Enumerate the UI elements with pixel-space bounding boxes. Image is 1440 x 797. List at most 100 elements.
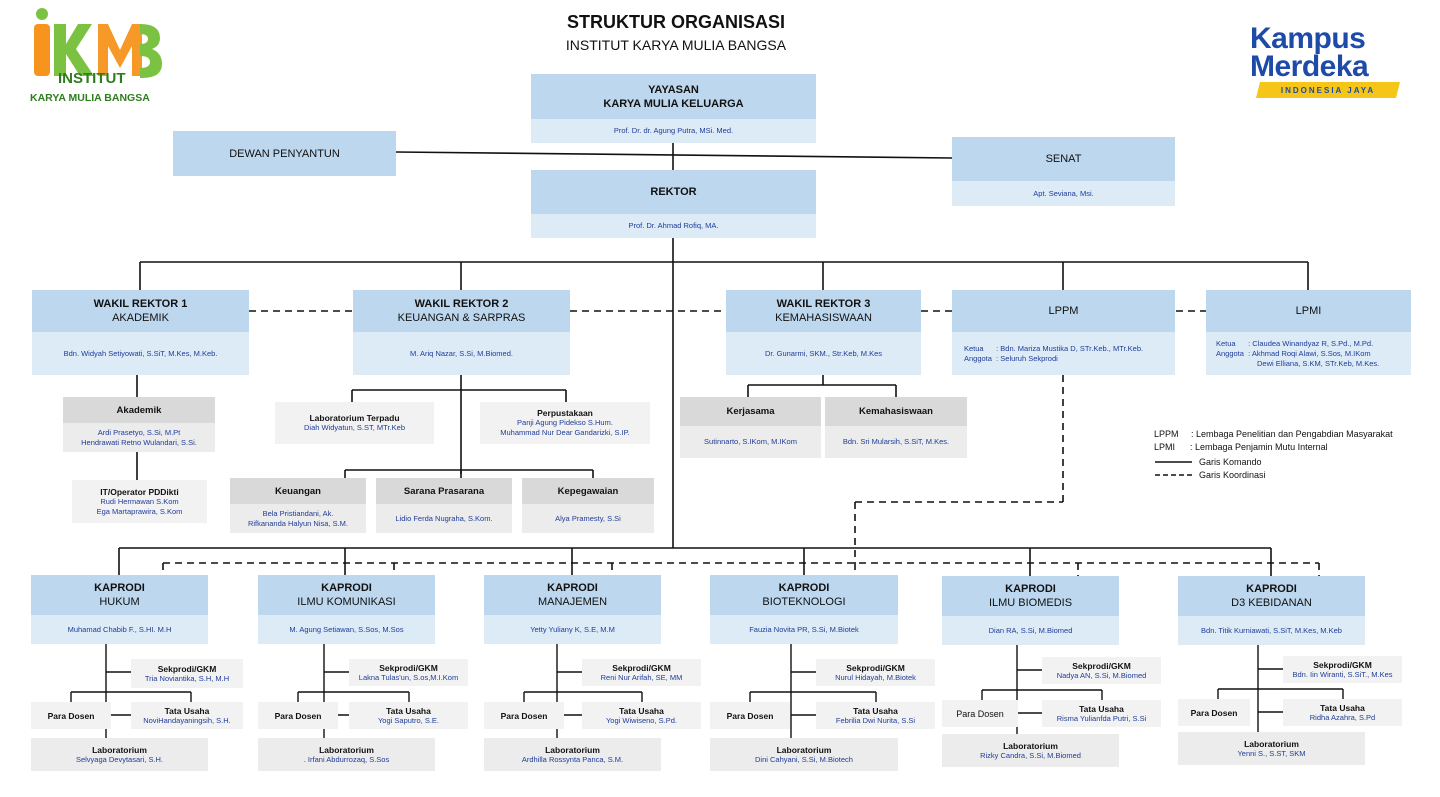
lpmi-ketua: Ketua : Claudea Winandyaz R, S.Pd., M.Pd… bbox=[1216, 338, 1374, 348]
prodi-name: HUKUM bbox=[99, 596, 140, 608]
kemahasiswaan-names: Bdn. Sri Mularsih, S.SiT, M.Kes. bbox=[825, 426, 967, 458]
laboratorium-name: . Irfani Abdurrozaq, S.Sos bbox=[303, 754, 390, 764]
sekprodi-name: Nadya AN, S.Si, M.Biomed bbox=[1056, 670, 1147, 680]
keuangan-label: Keuangan bbox=[275, 485, 321, 497]
perpustakaan-name2: Muhammad Nur Dear Gandarizki, S.IP. bbox=[500, 428, 630, 437]
tata-usaha-name: Ridha Azahra, S.Pd bbox=[1309, 712, 1376, 722]
akademik-name1: Ardi Prasetyo, S.Si, M.Pt bbox=[97, 427, 181, 437]
prodi-name: D3 KEBIDANAN bbox=[1231, 597, 1312, 609]
akademik-names: Ardi Prasetyo, S.Si, M.Pt Hendrawati Ret… bbox=[63, 423, 215, 452]
tata-usaha-label: Tata Usaha bbox=[164, 705, 210, 716]
laboratorium-label: Laboratorium bbox=[1244, 738, 1299, 749]
kaprodi-name: Dian RA, S.Si, M.Biomed bbox=[988, 625, 1073, 635]
wr2-name: M. Ariq Nazar, S.Si, M.Biomed. bbox=[410, 348, 513, 358]
kepegawaian-label: Kepegawaian bbox=[557, 485, 619, 497]
ikmb-logo: INSTITUT KARYA MULIA BANGSA bbox=[28, 6, 168, 106]
sekprodi-label: Sekprodi/GKM bbox=[1313, 659, 1372, 670]
akademik-label: Akademik bbox=[116, 404, 162, 416]
legend-lppm: LPPM : Lembaga Penelitian dan Pengabdian… bbox=[1154, 429, 1393, 439]
kaprodi-label: KAPRODI bbox=[1005, 583, 1056, 595]
laboratorium-name: Ardhilla Rossynta Panca, S.M. bbox=[521, 754, 624, 764]
kaprodi-name: Fauzia Novita PR, S.Si, M.Biotek bbox=[749, 624, 859, 634]
keuangan-names: Bela Pristiandani, Ak. Rifkananda Halyun… bbox=[230, 504, 366, 533]
dewan-penyantun-box: DEWAN PENYANTUN bbox=[173, 131, 396, 176]
sekprodi-label: Sekprodi/GKM bbox=[379, 662, 438, 673]
lppm-anggota: Anggota : Seluruh Sekprodi bbox=[964, 353, 1058, 363]
kaprodi-name-box: Yetty Yuliany K, S.E, M.M bbox=[484, 615, 661, 644]
prodi-komando-lines bbox=[70, 644, 1344, 738]
prodi-name: ILMU BIOMEDIS bbox=[988, 597, 1073, 609]
keuangan-name2: Rifkananda Halyun Nisa, S.M. bbox=[247, 518, 349, 528]
wr1-header: WAKIL REKTOR 1 AKADEMIK bbox=[32, 290, 249, 332]
tata-usaha-label: Tata Usaha bbox=[619, 705, 664, 716]
tata-usaha-name: NoviHandayaningsih, S.H. bbox=[143, 715, 231, 725]
tata-usaha-name: Febrilia Dwi Nurita, S.Si bbox=[835, 715, 916, 725]
perpustakaan-name1: Panji Agung Pidekso S.Hum. bbox=[517, 418, 613, 427]
senat-header: SENAT bbox=[952, 137, 1175, 181]
ikmb-logo-tagline: KARYA MULIA BANGSA bbox=[30, 92, 150, 104]
kampus-merdeka-line2: Merdeka bbox=[1250, 50, 1369, 83]
wr2-line2: KEUANGAN & SARPRAS bbox=[397, 312, 526, 324]
senat-label: SENAT bbox=[1045, 153, 1082, 165]
kampus-merdeka-ribbon: INDONESIA JAYA bbox=[1256, 82, 1400, 98]
lab-terpadu-label: Laboratorium Terpadu bbox=[309, 413, 400, 423]
laboratorium-label: Laboratorium bbox=[545, 744, 600, 755]
dewan-label: DEWAN PENYANTUN bbox=[229, 147, 340, 160]
kerjasama-name: Sutinnarto, S.IKom, M.IKom bbox=[704, 437, 797, 446]
lpmi-anggota2: Dewi Elliana, S.KM, STr.Keb, M.Kes. bbox=[1257, 358, 1380, 368]
kemahasiswaan-header: Kemahasiswaan bbox=[825, 397, 967, 426]
sekprodi-label: Sekprodi/GKM bbox=[1072, 660, 1131, 671]
kaprodi-name: Yetty Yuliany K, S.E, M.M bbox=[530, 624, 615, 634]
rektor-name: Prof. Dr. Ahmad Rofiq, MA. bbox=[628, 221, 719, 230]
kerjasama-label: Kerjasama bbox=[726, 406, 775, 417]
sekprodi-name: Tria Noviantika, S.H, M.H bbox=[144, 673, 230, 683]
para-dosen-box: Para Dosen bbox=[484, 702, 564, 729]
laboratorium-label: Laboratorium bbox=[1003, 740, 1058, 751]
sekprodi-name: Nurul Hidayah, M.Biotek bbox=[835, 672, 916, 682]
sarana-label: Sarana Prasarana bbox=[403, 485, 485, 497]
kaprodi-name-box: Fauzia Novita PR, S.Si, M.Biotek bbox=[710, 615, 898, 644]
lppm-header: LPPM bbox=[952, 290, 1175, 332]
lpmi-members-box: Ketua : Claudea Winandyaz R, S.Pd., M.Pd… bbox=[1206, 332, 1411, 375]
yayasan-header: YAYASAN KARYA MULIA KELUARGA bbox=[531, 74, 816, 119]
kaprodi-name-box: Dian RA, S.Si, M.Biomed bbox=[942, 616, 1119, 645]
para-dosen-label: Para Dosen bbox=[726, 710, 774, 721]
sekprodi-label: Sekprodi/GKM bbox=[846, 662, 905, 673]
wr1-line1: WAKIL REKTOR 1 bbox=[93, 298, 188, 310]
kemahasiswaan-name: Bdn. Sri Mularsih, S.SiT, M.Kes. bbox=[842, 437, 950, 446]
kampus-merdeka-logo: Kampus Merdeka INDONESIA JAYA bbox=[1240, 24, 1405, 109]
kaprodi-name-box: Bdn. Titik Kurniawati, S.SiT, M.Kes, M.K… bbox=[1178, 616, 1365, 645]
perpustakaan-label: Perpustakaan bbox=[537, 408, 593, 418]
pddikti-label: IT/Operator PDDikti bbox=[100, 486, 179, 497]
laboratorium-label: Laboratorium bbox=[319, 744, 374, 755]
pddikti-name2: Ega Martaprawira, S.Kom bbox=[96, 506, 183, 516]
wr2-line1: WAKIL REKTOR 2 bbox=[414, 298, 509, 310]
para-dosen-label: Para Dosen bbox=[500, 710, 548, 721]
keuangan-header: Keuangan bbox=[230, 478, 366, 504]
sekprodi-name: Reni Nur Arifah, SE, MM bbox=[600, 672, 683, 682]
para-dosen-label: Para Dosen bbox=[47, 710, 95, 721]
sarana-names: Lidio Ferda Nugraha, S.Kom. bbox=[376, 504, 512, 533]
ikmb-logo-institut: INSTITUT bbox=[58, 70, 126, 87]
kaprodi-name-box: M. Agung Setiawan, S.Sos, M.Sos bbox=[258, 615, 435, 644]
yayasan-name-box: Prof. Dr. dr. Agung Putra, MSi. Med. bbox=[531, 119, 816, 143]
para-dosen-box: Para Dosen bbox=[1178, 699, 1250, 726]
legend-lpmi: LPMI : Lembaga Penjamin Mutu Internal bbox=[1154, 442, 1328, 452]
kaprodi-header: KAPRODI ILMU BIOMEDIS bbox=[942, 576, 1119, 616]
para-dosen-box: Para Dosen bbox=[942, 700, 1018, 727]
legend-koordinasi: Garis Koordinasi bbox=[1199, 470, 1266, 480]
legend-komando: Garis Komando bbox=[1199, 457, 1262, 467]
kepegawaian-name: Alya Pramesty, S.Si bbox=[555, 513, 621, 523]
